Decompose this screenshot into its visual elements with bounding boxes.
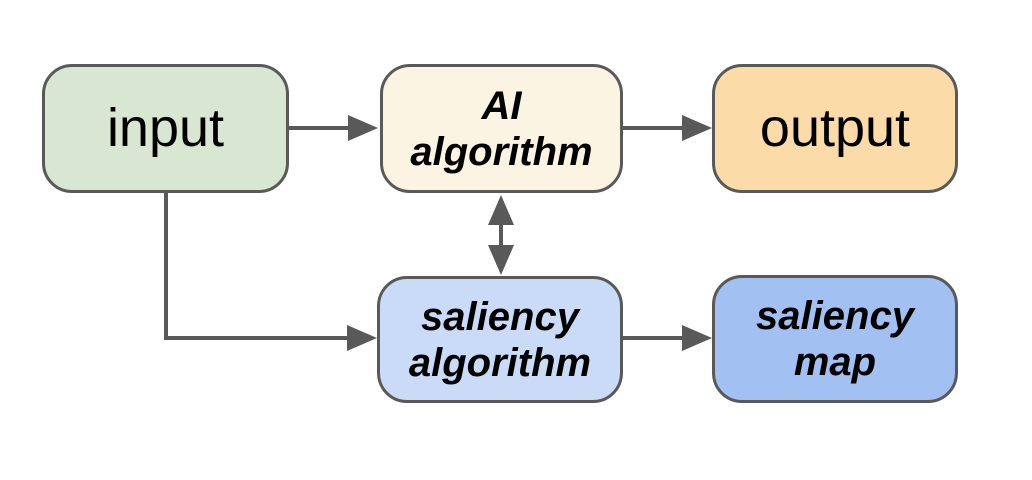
node-saliency-map: saliency map xyxy=(712,275,958,403)
node-saliency-map-label: saliency map xyxy=(756,294,914,384)
node-ai-algorithm-label: AI algorithm xyxy=(410,83,593,174)
edge-input-to-saliency-algorithm xyxy=(164,191,377,351)
node-output-label: output xyxy=(759,97,911,158)
node-saliency-algorithm: saliency algorithm xyxy=(377,276,623,403)
node-ai-algorithm: AI algorithm xyxy=(380,64,623,193)
node-input: input xyxy=(42,64,289,193)
node-saliency-algorithm-label: saliency algorithm xyxy=(408,294,592,385)
node-output: output xyxy=(712,64,958,193)
node-input-label: input xyxy=(106,97,225,158)
